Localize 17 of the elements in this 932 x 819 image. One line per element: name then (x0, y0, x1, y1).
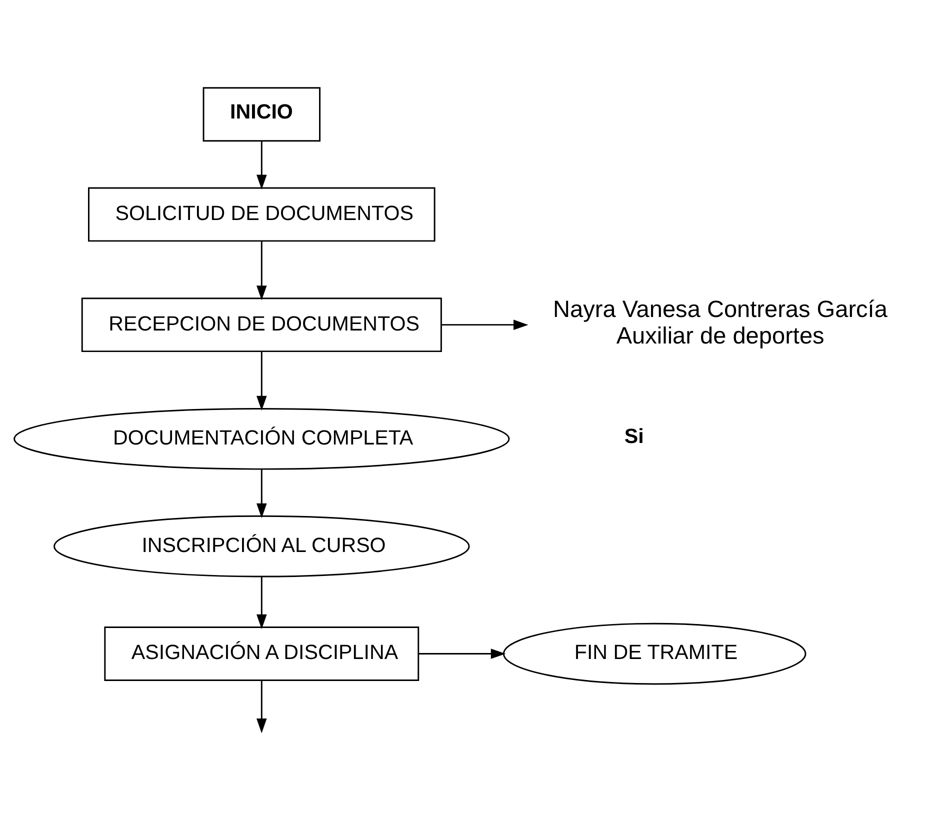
node-ellipse: INSCRIPCIÓN AL CURSO (54, 514, 470, 577)
arrow (256, 351, 267, 410)
arrow (256, 240, 267, 300)
node-ellipse: FIN DE TRAMITE (502, 622, 806, 684)
arrow (256, 680, 267, 733)
arrow (256, 468, 267, 518)
arrow (442, 319, 528, 330)
node-ellipse: DOCUMENTACIÓN COMPLETA (14, 407, 510, 470)
arrow (256, 140, 267, 190)
arrow (256, 576, 267, 629)
node-box: SOLICITUD DE DOCUMENTOS (88, 186, 436, 242)
node-box: ASIGNACIÓN A DISCIPLINA (104, 626, 420, 680)
node-text: Nayra Vanesa Contreras García Auxiliar de deportes (553, 296, 888, 348)
node-box: INICIO (202, 86, 321, 142)
node-box: RECEPCION DE DOCUMENTOS (81, 297, 442, 352)
label: Si (624, 424, 644, 448)
arrow (418, 648, 506, 658)
